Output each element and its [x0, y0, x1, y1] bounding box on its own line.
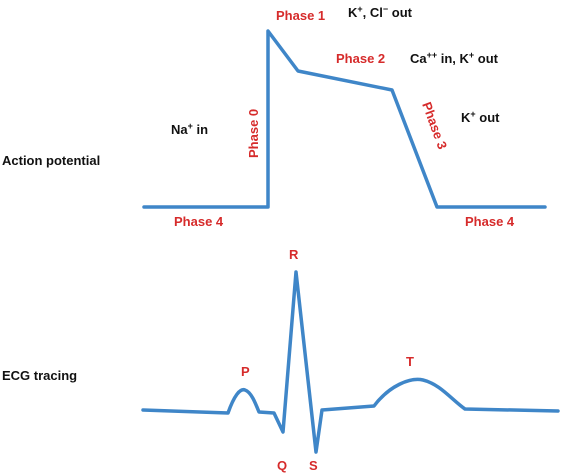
q-wave-label: Q — [277, 458, 287, 473]
k-out-label: K+ out — [461, 109, 500, 125]
phase-1-label: Phase 1 — [276, 8, 325, 23]
r-wave-label: R — [289, 247, 299, 262]
k-cl-out-label: K+, Cl− out — [348, 4, 413, 20]
phase-4-right-label: Phase 4 — [465, 214, 515, 229]
s-wave-label: S — [309, 458, 318, 473]
ecg-tracing-label: ECG tracing — [2, 368, 77, 383]
p-wave-label: P — [241, 364, 250, 379]
phase-2-label: Phase 2 — [336, 51, 385, 66]
t-wave-label: T — [406, 354, 414, 369]
action-potential-trace — [142, 29, 547, 209]
phase-0-label: Phase 0 — [246, 109, 261, 158]
phase-4-left-label: Phase 4 — [174, 214, 224, 229]
ca-in-k-out-label: Ca++ in, K+ out — [410, 50, 499, 66]
phase-3-label: Phase 3 — [419, 100, 450, 151]
ecg-trace — [141, 270, 560, 454]
action-potential-label: Action potential — [2, 153, 100, 168]
na-in-label: Na+ in — [171, 121, 208, 137]
